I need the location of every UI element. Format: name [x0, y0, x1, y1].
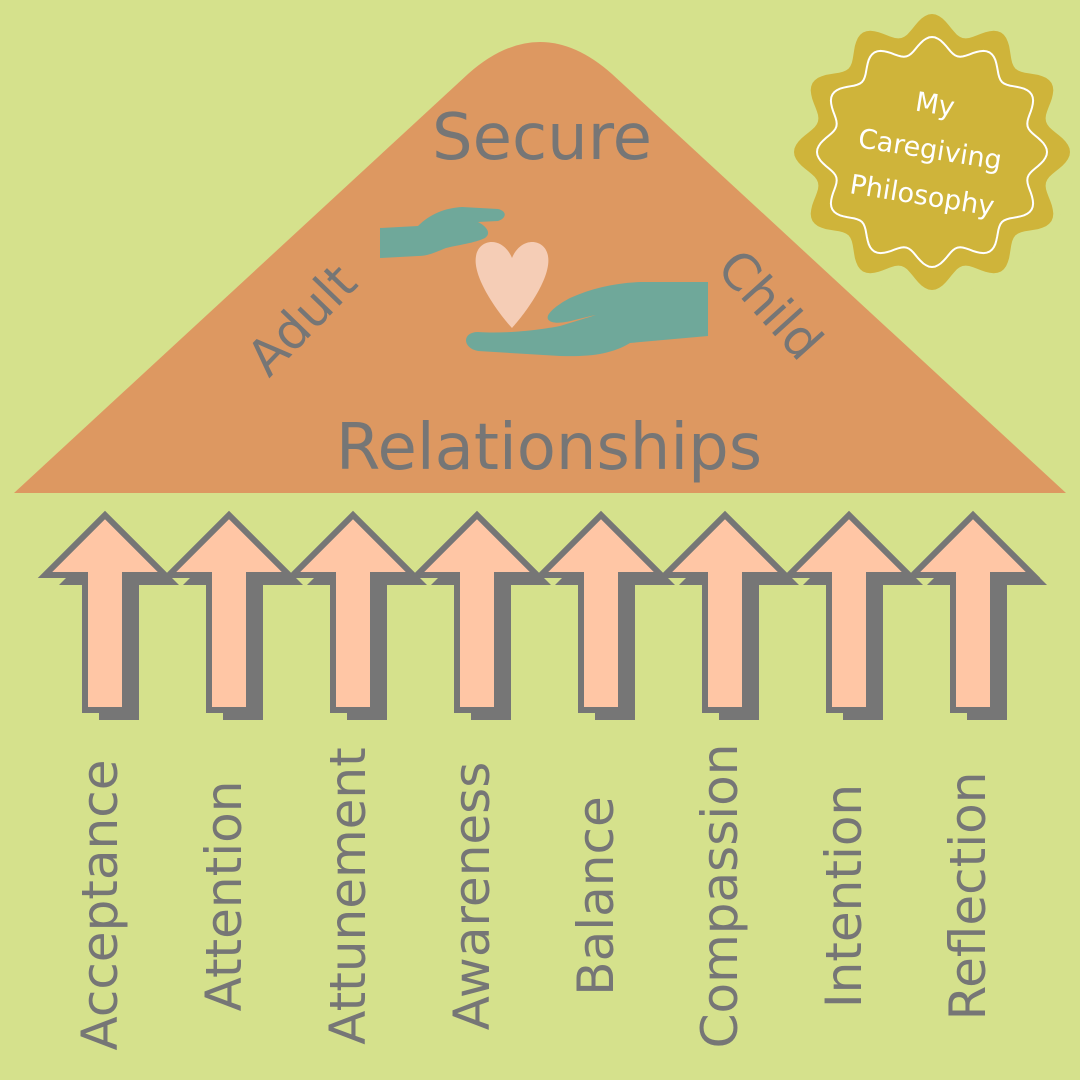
pillar-label: Intention — [815, 783, 873, 1009]
lower-hand-icon — [466, 282, 708, 357]
pillar-label: Balance — [567, 796, 625, 996]
pillar-label: Acceptance — [71, 759, 129, 1051]
pillar-arrow — [533, 510, 669, 713]
pillar-arrow — [905, 510, 1041, 713]
pillar-label: Attunement — [319, 747, 377, 1045]
pillar-label: Compassion — [691, 743, 749, 1049]
pillar-arrows — [37, 510, 1047, 720]
pillar-arrow — [161, 510, 297, 713]
pillar-label: Awareness — [443, 761, 501, 1031]
badge-seal — [789, 9, 1075, 295]
hands-holding-heart-icon — [380, 207, 708, 357]
pillar-arrow — [285, 510, 421, 713]
roof-top-word: Secure — [431, 101, 653, 175]
badge-star-shape — [794, 14, 1070, 290]
upper-hand-icon — [380, 207, 505, 258]
badge-inner-outline — [815, 35, 1049, 269]
pillar-arrow — [781, 510, 917, 713]
roof-bottom-word: Relationships — [335, 411, 763, 485]
pillar-arrow — [409, 510, 545, 713]
pillar-arrow — [37, 510, 173, 713]
pillar-label: Attention — [195, 780, 253, 1012]
pillar-label: Reflection — [939, 771, 997, 1021]
pillar-arrow — [657, 510, 793, 713]
badge-line-1: My — [913, 86, 957, 124]
heart-icon — [475, 242, 549, 328]
